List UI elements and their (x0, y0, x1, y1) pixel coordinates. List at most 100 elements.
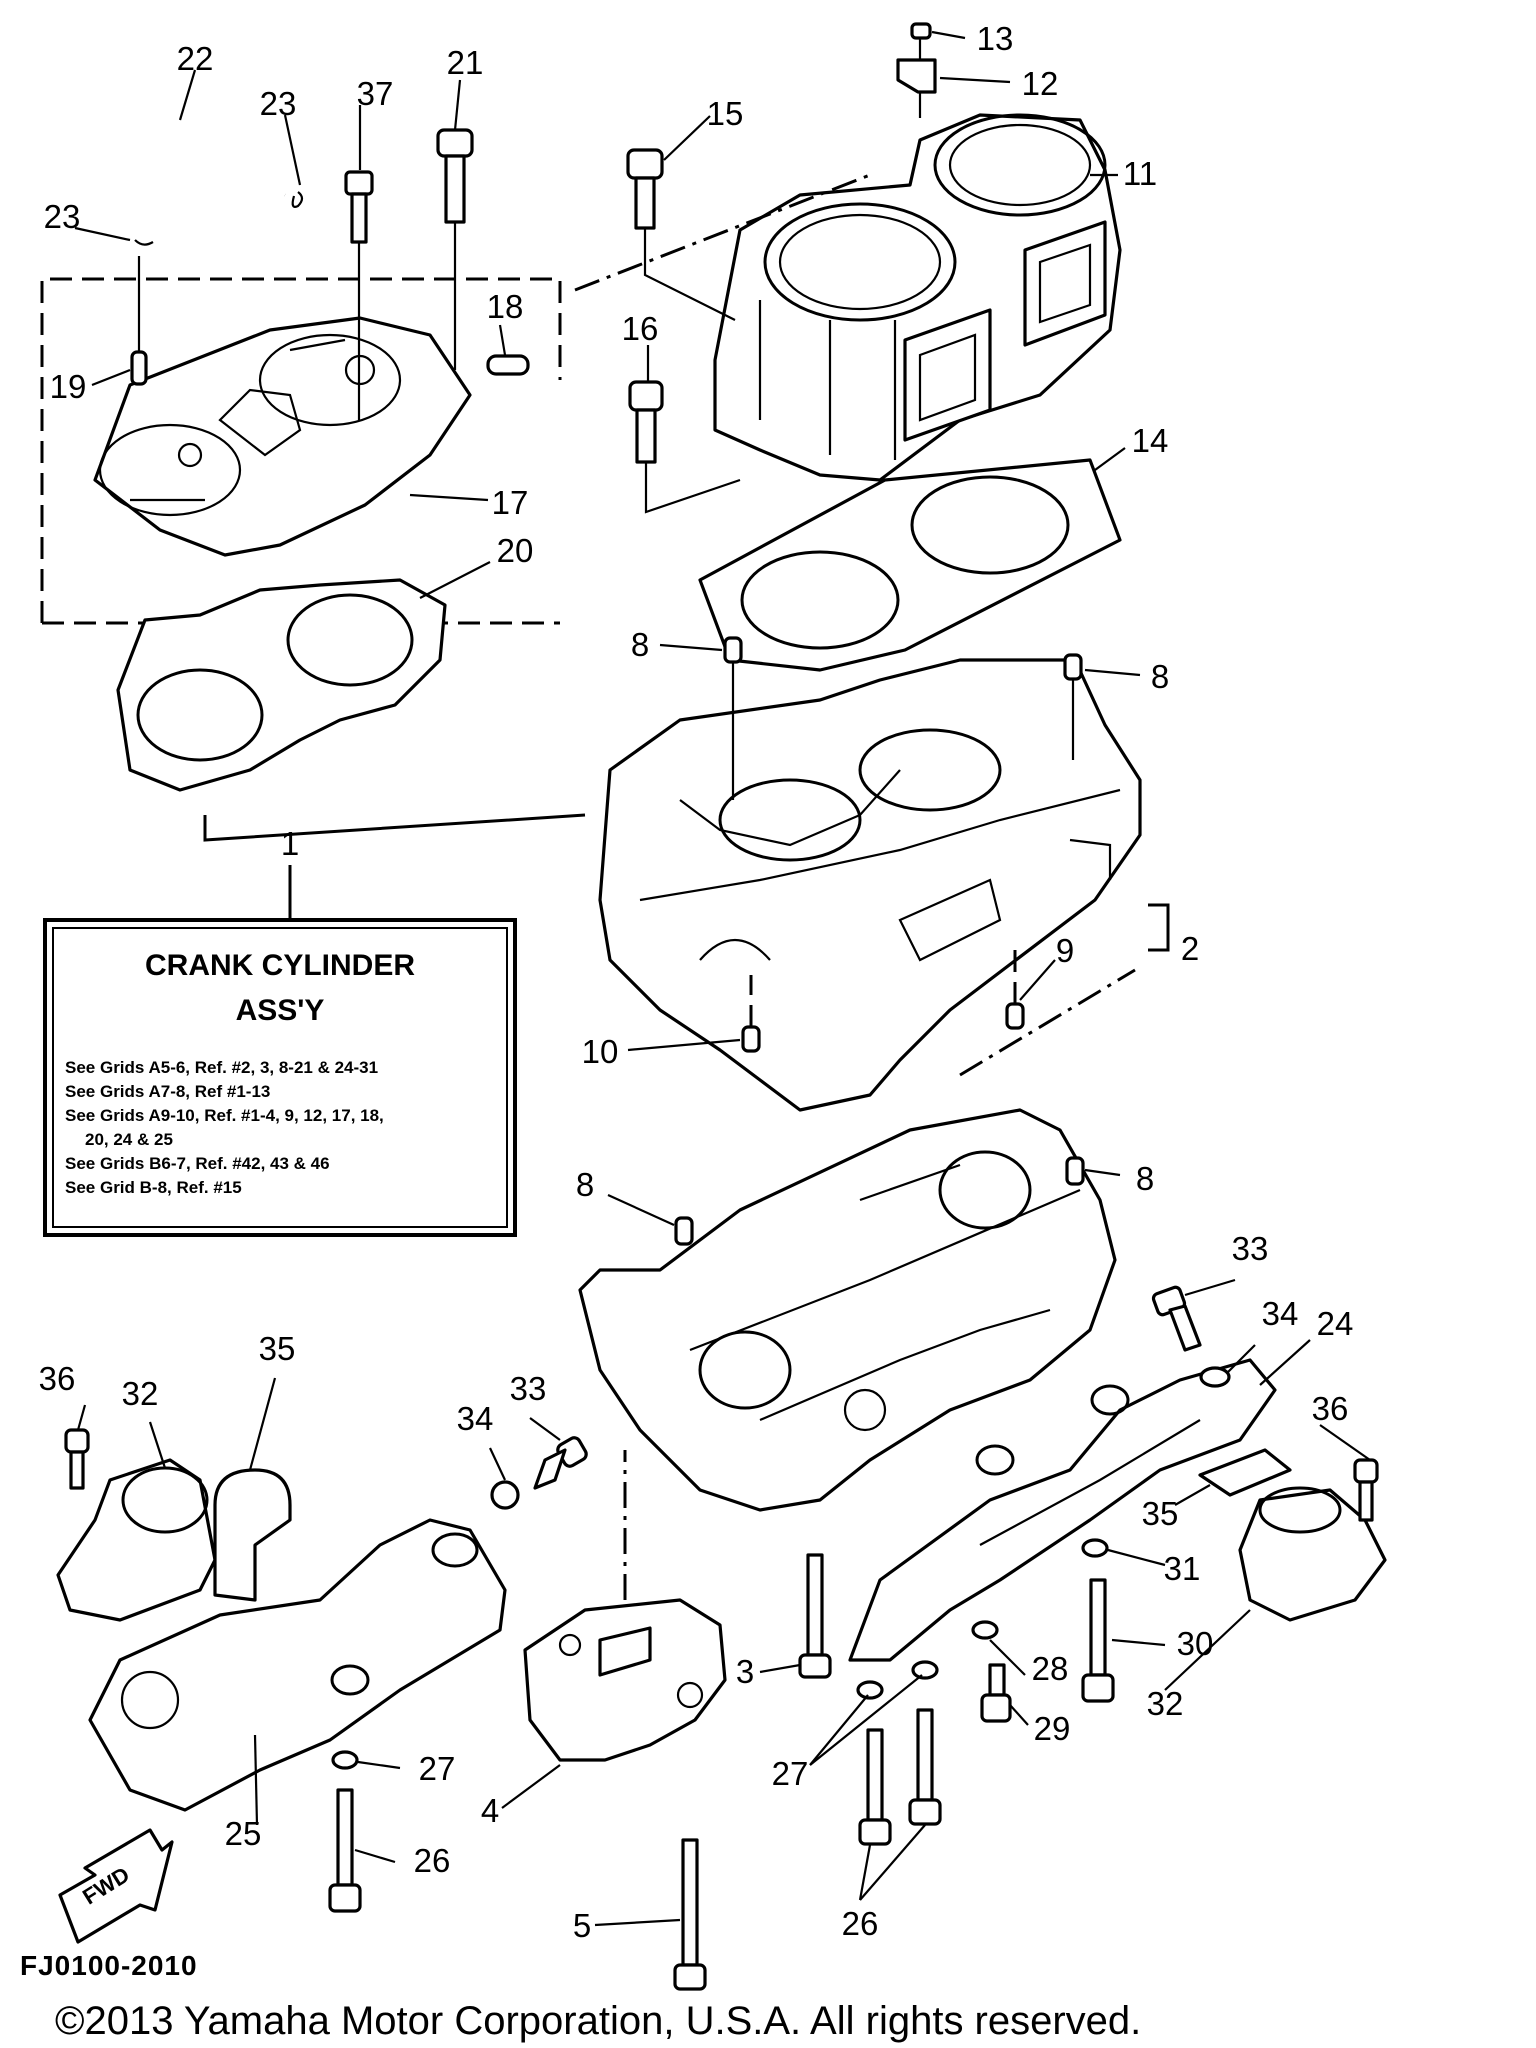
callout-1: 1 (281, 825, 299, 862)
callout-5: 5 (573, 1907, 591, 1944)
callout-36: 36 (1312, 1390, 1349, 1427)
callout-35: 35 (259, 1330, 296, 1367)
callout-4: 4 (481, 1792, 499, 1829)
lower-crankcase (578, 1108, 1117, 1512)
callout-33: 33 (1232, 1230, 1269, 1267)
callout-29: 29 (1034, 1710, 1071, 1747)
fwd-arrow-icon: FWD (58, 1828, 174, 1944)
diagram-code: FJ0100-2010 (20, 1950, 198, 1981)
callout-25: 25 (225, 1815, 262, 1852)
callout-32: 32 (1147, 1685, 1184, 1722)
callout-31: 31 (1164, 1550, 1201, 1587)
callout-32: 32 (122, 1375, 159, 1412)
callout-18: 18 (487, 288, 524, 325)
info-box-note: 20, 24 & 25 (85, 1130, 173, 1149)
callout-37: 37 (357, 75, 394, 112)
bolt (328, 1788, 362, 1913)
washer (331, 1750, 359, 1770)
callout-2: 2 (1181, 930, 1199, 967)
bolt (344, 170, 374, 420)
info-box-note: See Grids B6-7, Ref. #42, 43 & 46 (65, 1154, 330, 1173)
callout-30: 30 (1177, 1625, 1214, 1662)
callout-27: 27 (419, 1750, 456, 1787)
screw (910, 22, 932, 40)
callout-labels: 1 2 3 4 5 8 8 8 8 9 10 11 12 13 14 15 16… (39, 20, 1354, 1944)
callout-23: 23 (44, 198, 81, 235)
callout-26: 26 (842, 1905, 879, 1942)
dowel-pin (741, 1025, 761, 1053)
callout-11: 11 (1123, 155, 1157, 192)
dowel-pin (130, 350, 148, 386)
head-cover-group (40, 112, 562, 625)
bolt (1151, 1285, 1202, 1352)
callout-8: 8 (576, 1166, 594, 1203)
engine-bracket (88, 1518, 507, 1812)
engine-bracket (848, 1358, 1277, 1662)
callout-33: 33 (510, 1370, 547, 1407)
bolt (628, 380, 741, 514)
callout-15: 15 (707, 95, 744, 132)
dowel-pin (674, 1216, 694, 1246)
callout-22: 22 (177, 40, 214, 77)
callout-24: 24 (1317, 1305, 1354, 1342)
washer (1199, 1366, 1231, 1388)
info-box-note: See Grids A9-10, Ref. #1-4, 9, 12, 17, 1… (65, 1106, 384, 1125)
bolt (64, 1428, 90, 1490)
bolt (533, 1436, 588, 1490)
washer (911, 1660, 939, 1680)
callout-20: 20 (497, 532, 534, 569)
callout-8: 8 (1151, 658, 1169, 695)
callout-34: 34 (457, 1400, 494, 1437)
dowel-pin (1005, 1002, 1025, 1030)
shim (213, 1468, 292, 1602)
info-box: CRANK CYLINDER ASS'Y See Grids A5-6, Ref… (43, 813, 586, 1237)
callout-35: 35 (1142, 1495, 1179, 1532)
callout-21: 21 (447, 44, 484, 81)
bolt (980, 1663, 1012, 1723)
bolt (858, 1728, 892, 1846)
callout-12: 12 (1022, 65, 1059, 102)
callout-8: 8 (1136, 1160, 1154, 1197)
callout-14: 14 (1132, 422, 1169, 459)
info-box-note: See Grids A5-6, Ref. #2, 3, 8-21 & 24-31 (65, 1058, 378, 1077)
cylinder-gasket (698, 458, 1122, 672)
copyright-notice: ©2013 Yamaha Motor Corporation, U.S.A. A… (55, 1999, 1141, 2043)
bolt (908, 1708, 942, 1826)
head-gasket (116, 578, 447, 792)
callout-23: 23 (260, 85, 297, 122)
callout-19: 19 (50, 368, 87, 405)
dowel-pin (1063, 653, 1083, 681)
callout-9: 9 (1056, 932, 1074, 969)
leader-lines (74, 30, 1371, 1927)
callout-26: 26 (414, 1842, 451, 1879)
washer (490, 1480, 520, 1510)
shim (1198, 1448, 1292, 1497)
bolt (1081, 1578, 1115, 1703)
bolt (673, 1838, 707, 1991)
callout-27: 27 (772, 1755, 809, 1792)
callout-13: 13 (977, 20, 1014, 57)
bolt (798, 1553, 832, 1679)
callout-16: 16 (622, 310, 659, 347)
bolt (436, 128, 474, 370)
cylinder-block (713, 113, 1122, 482)
dowel-pin (486, 354, 530, 376)
info-box-title: CRANK CYLINDER (145, 949, 415, 982)
washer (856, 1680, 884, 1700)
callout-8: 8 (631, 626, 649, 663)
info-box-note: See Grids A7-8, Ref #1-13 (65, 1082, 270, 1101)
mounting-bracket (523, 1598, 727, 1762)
dowel-pin (1065, 1156, 1085, 1186)
dowel-pin (723, 636, 743, 664)
bracket (896, 58, 937, 94)
callout-34: 34 (1262, 1295, 1299, 1332)
callout-10: 10 (582, 1033, 619, 1070)
callout-28: 28 (1032, 1650, 1069, 1687)
washer (971, 1620, 999, 1640)
info-box-subtitle: ASS'Y (236, 994, 325, 1027)
washer (1081, 1538, 1109, 1558)
cylinder-head-cover (93, 316, 472, 557)
bolt (626, 148, 736, 321)
callout-17: 17 (492, 484, 529, 521)
